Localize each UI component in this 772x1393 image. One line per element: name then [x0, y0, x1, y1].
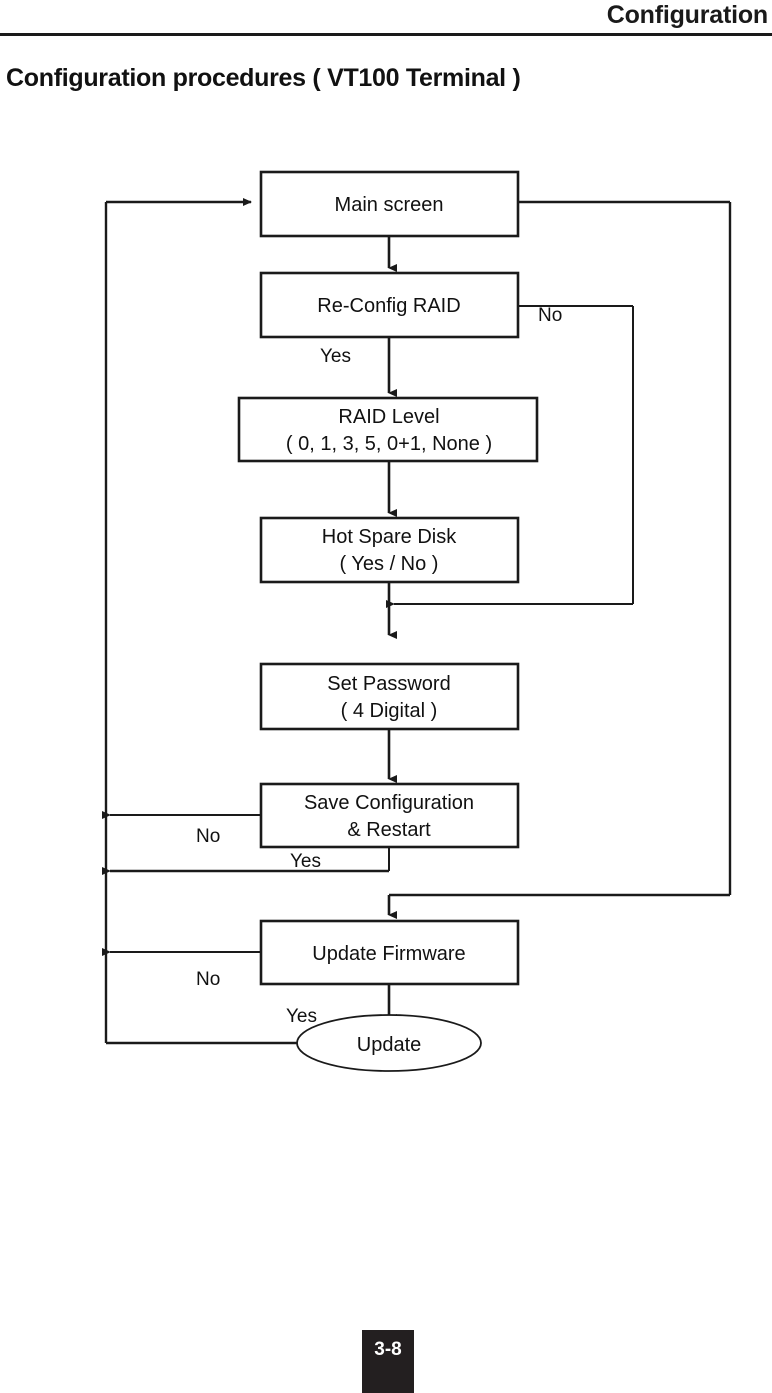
edge-label-firmware-no: No [196, 969, 220, 990]
node-hot-spare-disk-label-line2: ( Yes / No ) [340, 553, 439, 575]
page-number: 3-8 [374, 1339, 402, 1360]
node-main-screen[interactable]: Main screen [259, 170, 520, 238]
page-title: Configuration procedures ( VT100 Termina… [6, 64, 521, 92]
node-save-configuration-label-line1: Save Configuration [304, 792, 474, 814]
edge-label-reconfig-no: No [538, 305, 562, 326]
edge-label-save-yes: Yes [290, 851, 321, 872]
node-hot-spare-disk-label-line1: Hot Spare Disk [322, 526, 457, 548]
node-main-screen-label: Main screen [335, 194, 444, 216]
node-update-firmware[interactable]: Update Firmware [259, 919, 520, 986]
header-divider [0, 33, 772, 36]
node-update-label: Update [357, 1034, 422, 1056]
edge-label-firmware-yes: Yes [286, 1006, 317, 1027]
node-update[interactable]: Update [296, 1014, 482, 1072]
node-raid-level[interactable]: RAID Level ( 0, 1, 3, 5, 0+1, None ) [237, 396, 539, 463]
running-header: Configuration [606, 1, 768, 29]
node-set-password[interactable]: Set Password ( 4 Digital ) [259, 662, 520, 731]
edge-label-save-no: No [196, 826, 220, 847]
edge-main-to-update-firmware [387, 200, 732, 919]
node-re-config-raid-label: Re-Config RAID [317, 295, 460, 317]
edge-reconfig-no [386, 305, 634, 608]
node-save-configuration[interactable]: Save Configuration & Restart [259, 782, 520, 849]
page-number-badge: 3-8 [362, 1330, 414, 1393]
node-set-password-label-line2: ( 4 Digital ) [341, 700, 438, 722]
node-hot-spare-disk[interactable]: Hot Spare Disk ( Yes / No ) [259, 516, 520, 584]
edge-label-reconfig-yes: Yes [320, 346, 351, 367]
node-re-config-raid[interactable]: Re-Config RAID [259, 271, 520, 339]
edge-save-yes [102, 847, 390, 875]
node-set-password-label-line1: Set Password [327, 673, 450, 695]
node-save-configuration-label-line2: & Restart [347, 819, 431, 841]
node-raid-level-label-line1: RAID Level [338, 406, 439, 428]
edge-return-to-main [104, 198, 297, 1045]
node-raid-level-label-line2: ( 0, 1, 3, 5, 0+1, None ) [286, 433, 492, 455]
flowchart: Main screen Re-Config RAID No Yes [0, 150, 772, 1110]
node-update-firmware-label: Update Firmware [312, 943, 465, 965]
